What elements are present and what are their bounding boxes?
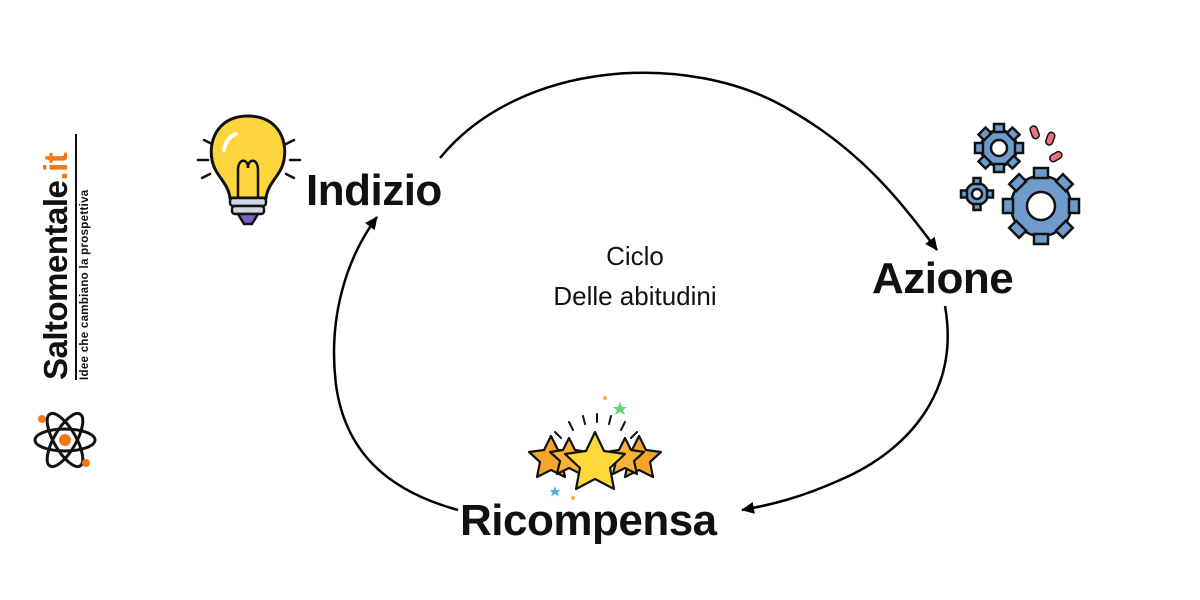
node-cue-label: Indizio (306, 166, 442, 215)
lightbulb-icon (196, 114, 302, 226)
center-title-line2: Delle abitudini (553, 281, 717, 311)
node-reward-label: Ricompensa (460, 496, 717, 545)
brand-name-main: Saltomentale (37, 180, 74, 380)
center-title: Ciclo Delle abitudini (500, 236, 770, 316)
arrow-action-to-reward (741, 305, 949, 514)
atom-icon (33, 411, 97, 469)
brand-divider (75, 134, 77, 380)
gears-icon (959, 122, 1081, 246)
brand-logo: Saltomentale.it Idee che cambiano la pro… (37, 130, 108, 380)
brand-name: Saltomentale.it (37, 130, 74, 380)
center-title-line1: Ciclo (606, 241, 664, 271)
stars-icon (527, 396, 663, 500)
arrow-reward-to-cue (332, 216, 459, 512)
arrow-cue-to-action (439, 71, 939, 251)
brand-tagline: Idee che cambiano la prospettiva (79, 189, 91, 380)
brand-name-tld: .it (37, 152, 74, 181)
node-action-label: Azione (872, 254, 1014, 303)
